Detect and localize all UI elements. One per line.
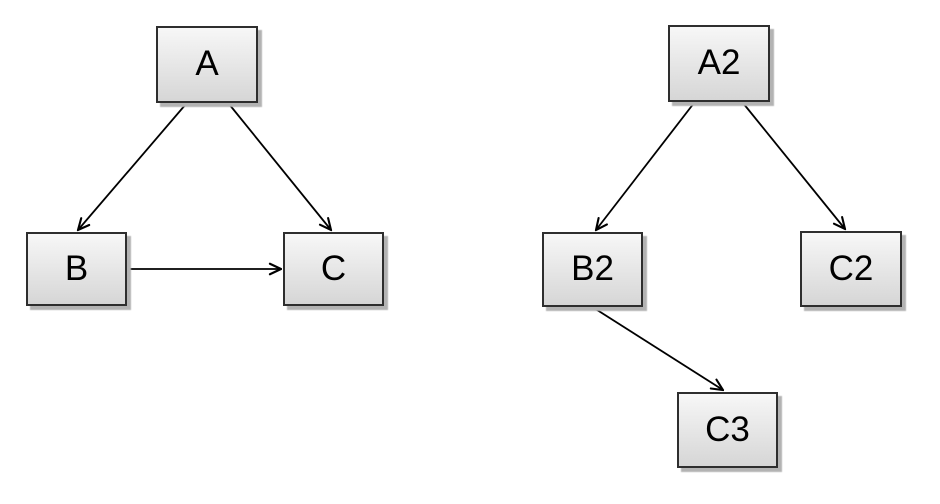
node-A[interactable]: A [156,26,258,103]
edge-A2-C2[interactable] [742,102,845,229]
edge-B2-C3[interactable] [593,307,723,390]
node-C2[interactable]: C2 [800,231,902,307]
node-A-label: A [195,44,219,83]
node-B[interactable]: B [26,232,127,306]
node-C2-label: C2 [828,248,874,288]
node-B-label: B [64,248,89,288]
node-C-label: C [320,248,347,288]
edge-A2-B2[interactable] [596,102,695,230]
node-C3[interactable]: C3 [677,392,778,468]
node-A2-label: A2 [697,43,741,82]
node-B2[interactable]: B2 [542,232,643,307]
node-B2-label: B2 [571,249,614,288]
node-C[interactable]: C [283,232,384,306]
node-C3-label: C3 [705,409,750,449]
node-A2[interactable]: A2 [668,25,770,102]
edge-A-C[interactable] [228,103,331,230]
edge-A-B[interactable] [78,103,187,230]
